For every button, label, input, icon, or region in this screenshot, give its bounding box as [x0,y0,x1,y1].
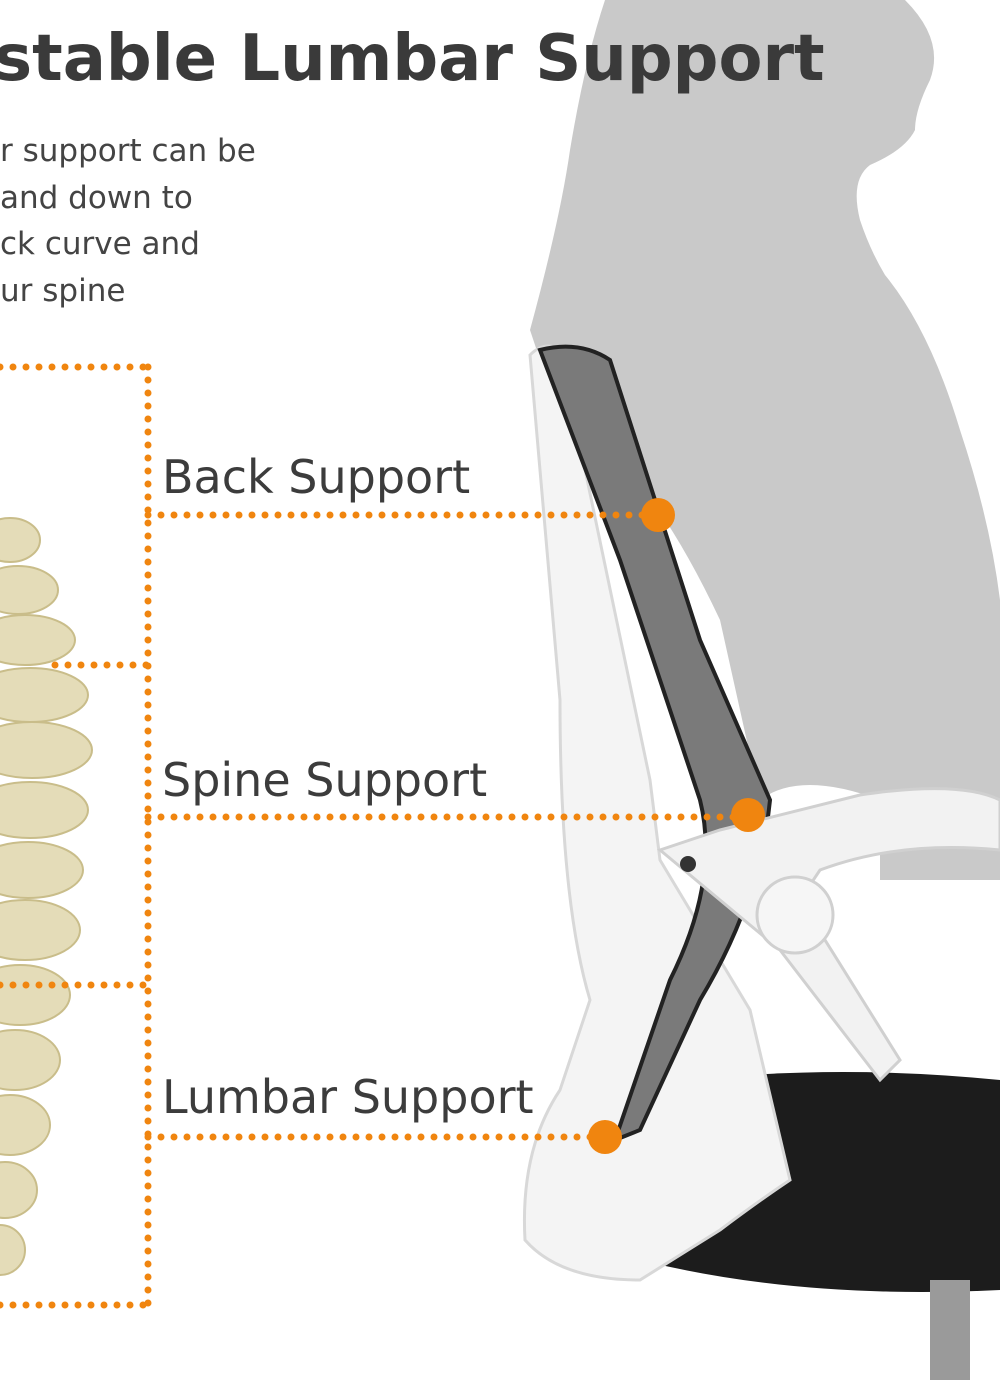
description-line: and down to [0,179,193,216]
office-chair [522,344,1000,1380]
person-silhouette [530,0,1000,880]
description-line: r support can be [0,133,256,169]
lumbar-support-marker [588,1120,622,1154]
spine-illustration [0,517,93,1276]
chair-frame [522,344,792,1282]
screw [680,856,696,872]
lumbar-support-label: Lumbar Support [162,1070,534,1124]
description-line: ck curve and [0,226,200,262]
back-support-label: Back Support [162,450,471,504]
spine-support-label: Spine Support [162,753,488,807]
description-line: ur spine [0,272,126,309]
description: r support can be and down to ck curve an… [0,128,256,314]
tilt-knob [755,875,835,955]
armrest [656,787,1000,1083]
gas-lift [930,1280,970,1380]
spine-support-marker [731,798,765,832]
dotted-guides [0,363,744,1309]
back-support-marker [641,498,675,532]
heading: stable Lumbar Support [0,22,825,96]
